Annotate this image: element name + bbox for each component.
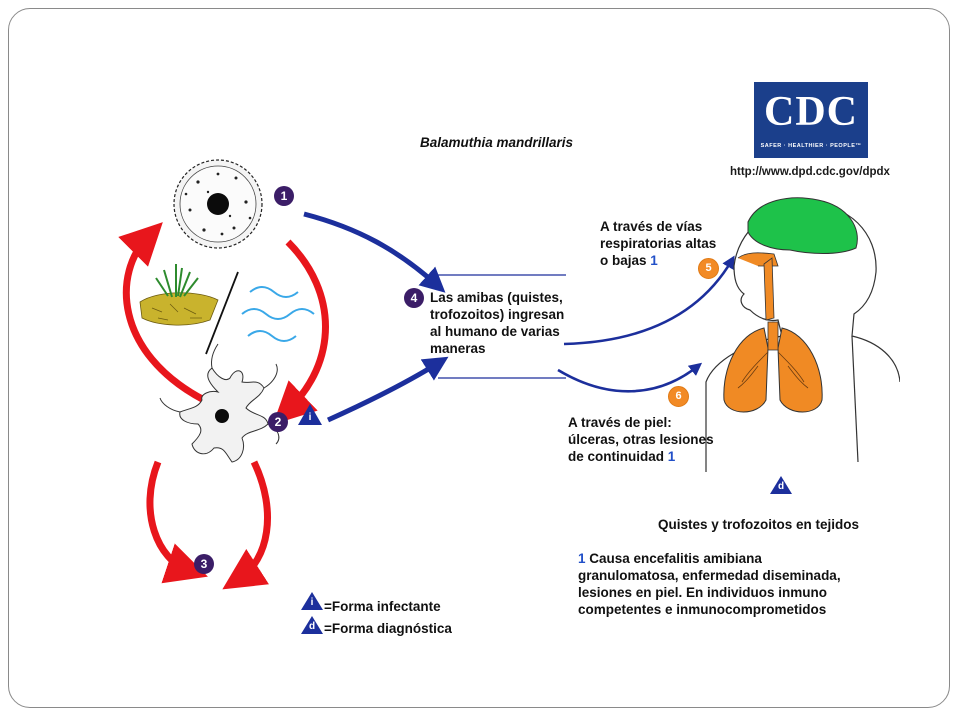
life-cycle-figure: Balamuthia mandrillaris CDC SAFER · HEAL… [118, 82, 900, 638]
step-badge-1: 1 [274, 186, 294, 206]
diagnostic-marker-tissue [770, 476, 792, 494]
route-arrow-skin [557, 362, 703, 393]
divider-slash [205, 271, 239, 355]
trophozoite-drawing [159, 343, 280, 463]
water-icon [241, 286, 315, 342]
footnote-line: Causa encefalitis amibiana [585, 551, 762, 566]
legend-infective-label: =Forma infectante [324, 599, 441, 614]
cycle-arrow-lower-left [146, 460, 208, 584]
cycle-arrow-right [272, 239, 329, 425]
cdc-url: http://www.dpd.cdc.gov/dpdx [730, 166, 890, 178]
route5-line: A través de vías [600, 219, 703, 234]
route6-line: de continuidad [568, 449, 664, 464]
infective-marker-letter: i [308, 412, 312, 423]
soil-icon [139, 264, 219, 326]
infective-marker-step2 [298, 404, 322, 425]
footnote-line: lesiones en piel. En individuos inmuno [578, 585, 828, 600]
step-badge-5: 5 [698, 258, 719, 279]
step-badge-6: 6 [668, 386, 689, 407]
footnote-text: 1 Causa encefalitis amibiana granulomato… [578, 550, 841, 618]
central-entry-text: Las amibas (quistes, trofozoitos) ingres… [430, 289, 564, 357]
cdc-logo: CDC SAFER · HEALTHIER · PEOPLE™ [754, 82, 868, 158]
route6-footnote-ref: 1 [667, 449, 676, 464]
legend-infective-triangle [301, 592, 323, 610]
legend-diagnostic-triangle [301, 616, 323, 634]
cdc-logo-letters: CDC [764, 89, 858, 135]
cycle-arrow-lower-right [222, 460, 271, 590]
cdc-logo-tagline: SAFER · HEALTHIER · PEOPLE™ [760, 143, 862, 149]
respiratory-route-text: A través de vías respiratorias altas o b… [600, 218, 716, 269]
route-arrow-cyst [303, 211, 446, 293]
route5-line: o bajas [600, 253, 647, 268]
route6-line: úlceras, otras lesiones [568, 432, 714, 447]
central-line: al humano de varias [430, 324, 560, 339]
legend-diagnostic-letter: d [308, 621, 316, 632]
route5-line: respiratorias altas [600, 236, 717, 251]
tissue-label: Quistes y trofozoitos en tejidos [658, 517, 860, 532]
footnote-line: granulomatosa, enfermedad diseminada, [578, 568, 841, 583]
organism-title: Balamuthia mandrillaris [420, 135, 574, 150]
legend-infective-letter: i [310, 597, 314, 608]
route5-footnote-ref: 1 [650, 253, 658, 268]
skin-route-text: A través de piel: úlceras, otras lesione… [568, 414, 714, 465]
life-cycle-diagram [118, 159, 900, 634]
central-line: trofozoitos) ingresan [430, 307, 565, 322]
human-body-drawing [705, 197, 900, 472]
step-badge-4: 4 [404, 288, 424, 308]
footnote-line: competentes e inmunocomprometidos [578, 602, 827, 617]
central-line: Las amibas (quistes, [430, 290, 563, 305]
legend-diagnostic-label: =Forma diagnóstica [324, 621, 452, 636]
cyst-drawing [173, 159, 263, 249]
route6-line: A través de piel: [568, 415, 672, 430]
route-arrow-trophozoite [326, 356, 449, 423]
cycle-arrow-left [118, 222, 206, 404]
footnote-ref: 1 [578, 551, 586, 566]
route-arrow-respiratory [563, 255, 735, 346]
diagnostic-marker-letter: d [777, 481, 785, 492]
step-badge-3: 3 [194, 554, 214, 574]
step-badge-2: 2 [268, 412, 288, 432]
central-line: maneras [430, 341, 486, 356]
